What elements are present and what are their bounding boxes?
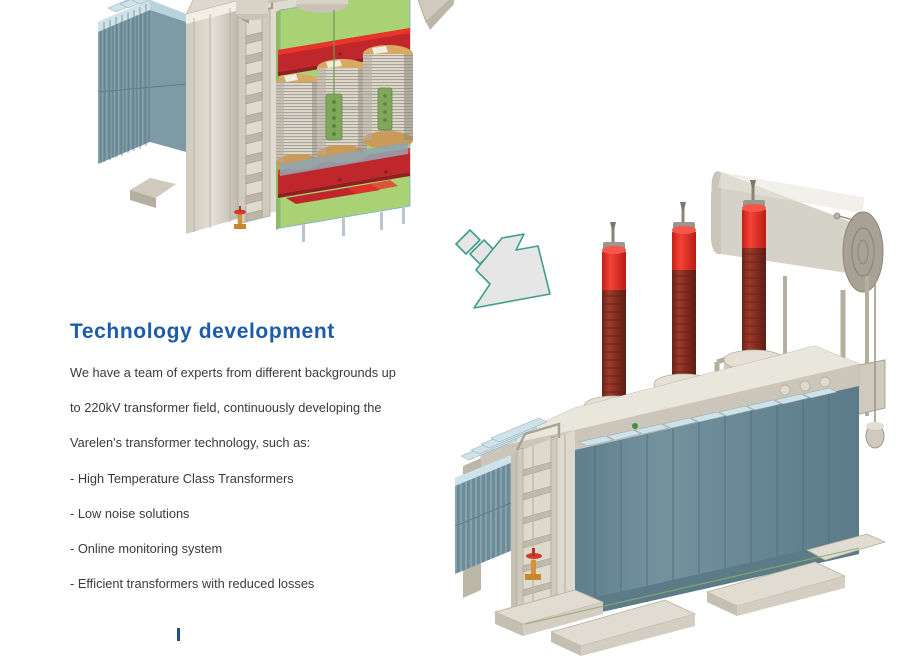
access-ladder bbox=[515, 422, 561, 623]
motion-arrow-svg bbox=[455, 229, 551, 309]
lifting-brace bbox=[417, 0, 454, 30]
winding-cylinder-3 bbox=[363, 45, 413, 149]
full-transformer-illustration bbox=[455, 150, 910, 656]
radiator-fin-bank bbox=[97, 0, 187, 164]
bullet-efficient-transformers: - Efficient transformers with reduced lo… bbox=[70, 576, 315, 592]
tank-lid bbox=[480, 345, 860, 475]
base-skid-rails bbox=[493, 533, 887, 656]
full-transformer-svg bbox=[455, 171, 887, 656]
tank-main-body bbox=[455, 386, 859, 626]
body-line-2: to 220kV transformer field, continuously… bbox=[70, 400, 382, 416]
cutaway-transformer-svg bbox=[97, 0, 454, 242]
page-title: Technology development bbox=[70, 320, 335, 343]
drain-valve bbox=[525, 548, 542, 580]
accent-tick-mark bbox=[177, 628, 180, 641]
body-line-1: We have a team of experts from different… bbox=[70, 365, 396, 380]
core-base-plate bbox=[280, 142, 408, 176]
motion-streak-1 bbox=[455, 229, 481, 255]
text-content-block: Technology development We have a team of… bbox=[70, 320, 430, 612]
support-feet bbox=[130, 178, 176, 208]
arrow-head bbox=[473, 233, 551, 309]
bushing-turret bbox=[236, 0, 348, 20]
cutaway-transformer-illustration bbox=[90, 0, 460, 292]
motion-arrow bbox=[452, 222, 562, 317]
oil-level-gauge bbox=[865, 282, 885, 449]
bullet-high-temperature: - High Temperature Class Transformers bbox=[70, 470, 294, 486]
drain-valve bbox=[234, 206, 246, 229]
conservator-tank bbox=[711, 171, 884, 293]
panel-support-legs bbox=[302, 206, 405, 242]
bullet-low-noise: - Low noise solutions bbox=[70, 505, 190, 521]
winding-cylinder-1 bbox=[276, 74, 320, 170]
body-line-3: Varelen's transformer technology, such a… bbox=[70, 435, 311, 451]
tap-changer-strip bbox=[325, 10, 393, 141]
bullet-online-monitoring: - Online monitoring system bbox=[70, 541, 223, 557]
